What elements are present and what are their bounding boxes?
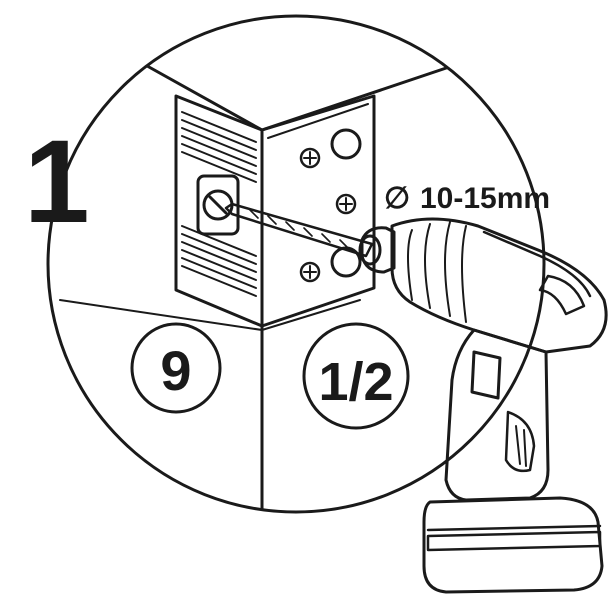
corner-bracket <box>174 94 376 328</box>
drill-trigger <box>470 350 502 400</box>
diameter-value: 10-15mm <box>420 182 550 215</box>
callout-left: 9 <box>130 322 222 414</box>
bracket-hole-bottom <box>330 246 362 278</box>
screw-head-icon <box>335 193 357 215</box>
cordless-drill-icon <box>358 217 608 594</box>
bracket-hole-top <box>330 128 362 160</box>
drill-battery <box>422 496 604 594</box>
screw-head-icon <box>299 147 321 169</box>
step-number: 1 <box>24 116 90 248</box>
dimension-label: ∅ 10-15mm <box>384 182 550 215</box>
callout-left-label: 9 <box>160 339 191 402</box>
detail-circle <box>46 14 546 514</box>
bracket-right-flange <box>260 94 376 328</box>
diameter-symbol: ∅ <box>384 182 410 215</box>
bracket-ridges <box>181 111 257 297</box>
drill-bit <box>224 202 374 258</box>
callout-right: 1/2 <box>302 322 410 430</box>
callout-right-label: 1/2 <box>318 352 393 412</box>
screw-head-icon <box>299 261 321 283</box>
